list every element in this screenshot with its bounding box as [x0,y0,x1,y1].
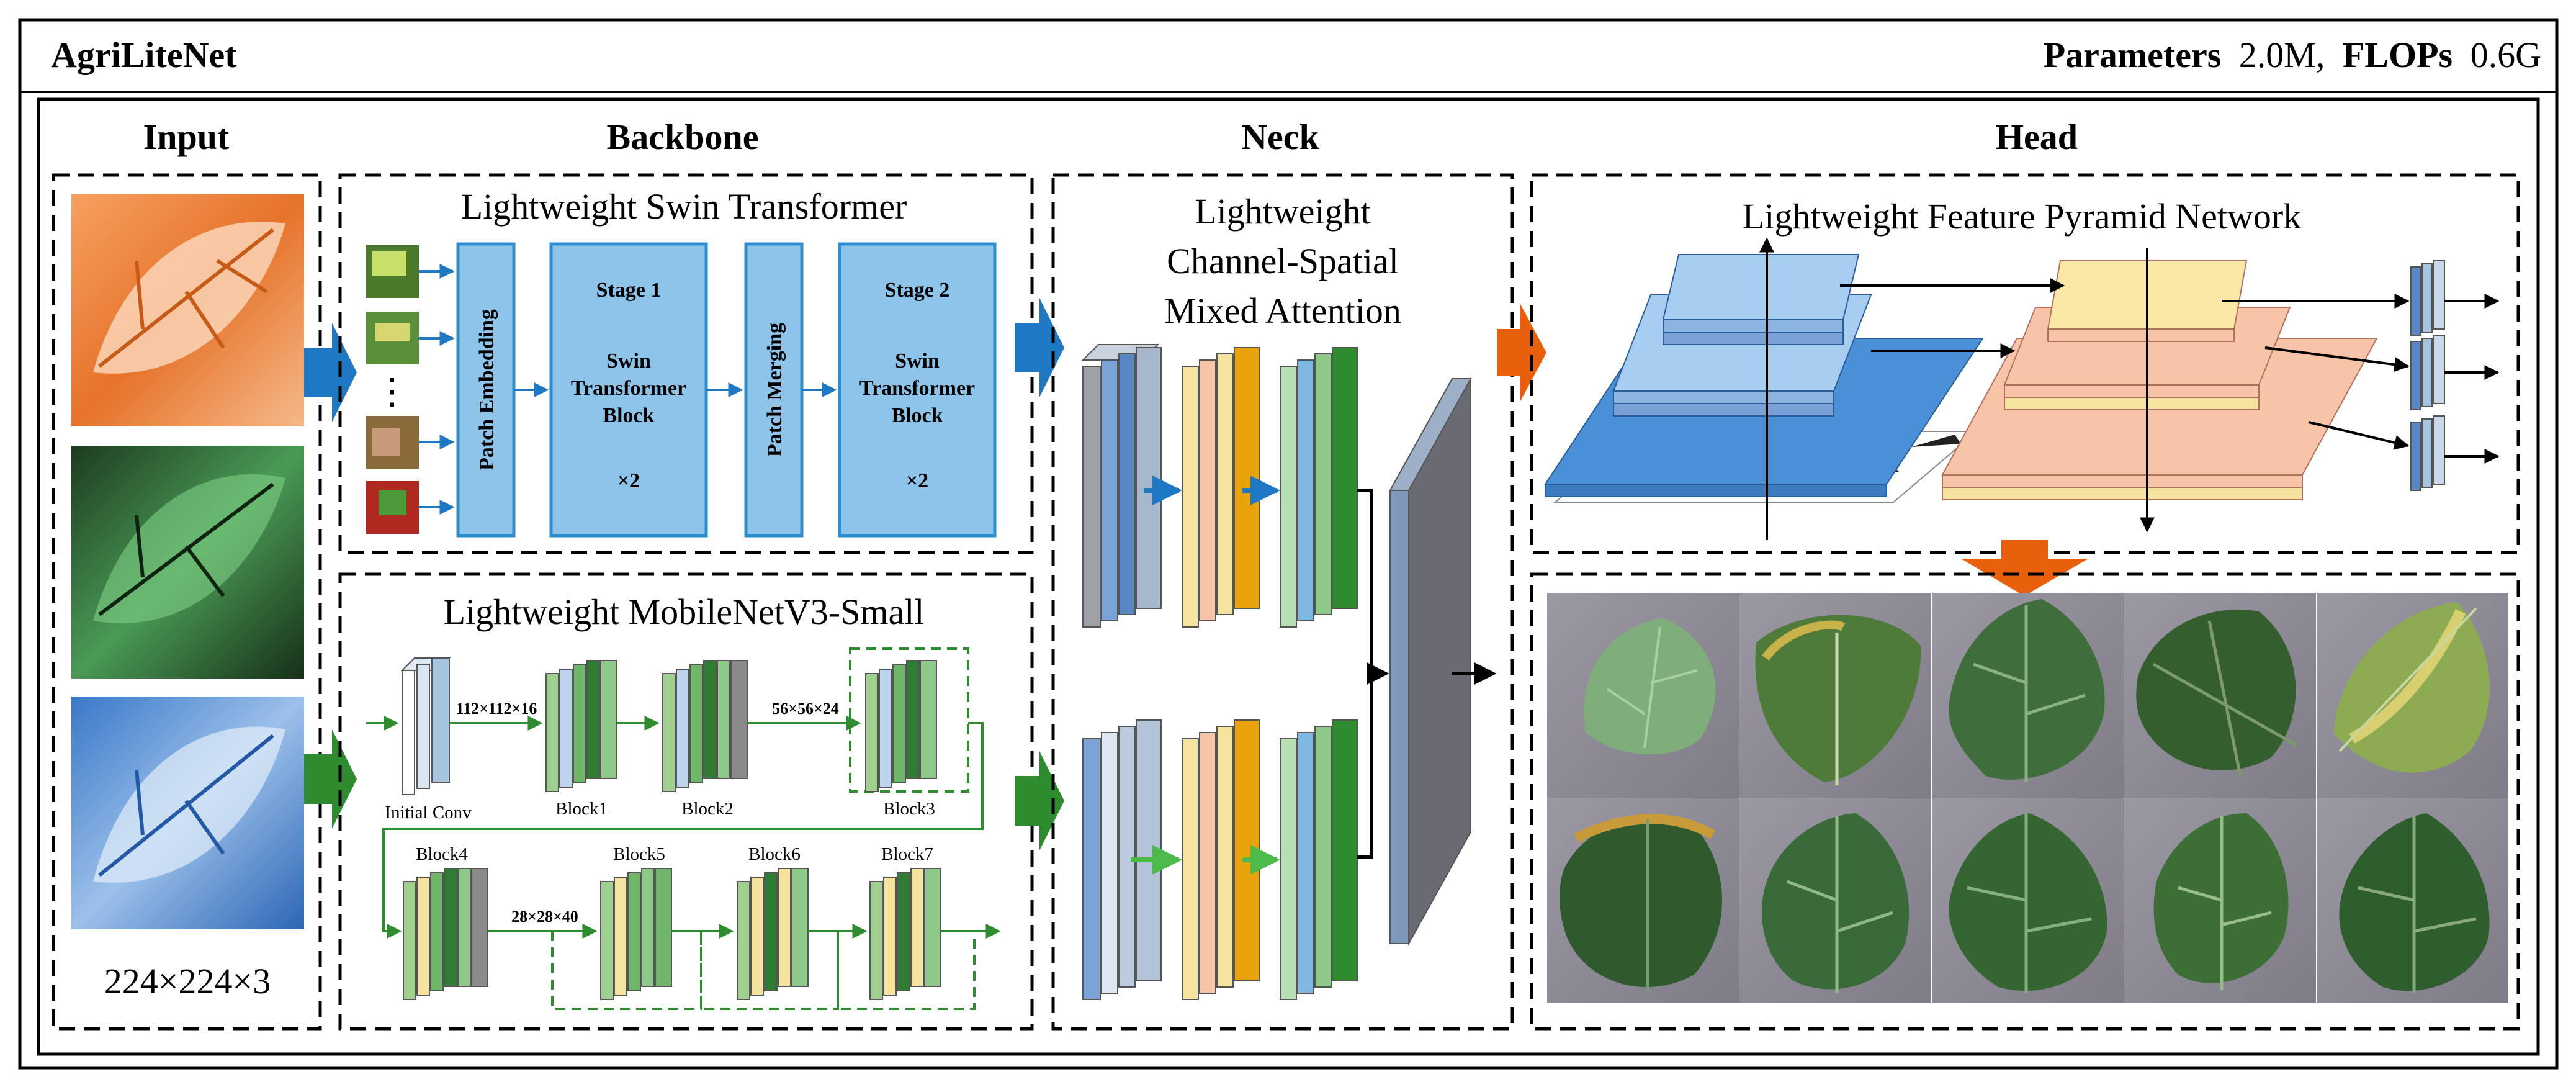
patch-arrows [419,264,455,515]
leaf-cell-1-5 [2317,593,2508,798]
block6 [737,868,809,1000]
outer-frame [18,18,2559,1070]
stage1-repeat: ×2 [617,469,640,492]
input-panel [52,173,322,1031]
input-image-blue [71,697,304,929]
input-size-label: 224×224×3 [104,961,271,1001]
initial-conv-label: Initial Conv [385,803,472,823]
stage2-line1: Swin [895,350,940,372]
stage2-line2: Transformer [859,377,975,400]
leaf-cell-1-4 [2124,593,2316,798]
swin-title: Lightweight Swin Transformer [461,186,907,227]
block5-label: Block5 [613,844,665,864]
neck-fused-stack [1389,376,1472,946]
block7-residual [837,931,976,1010]
mobilenet-to-neck-arrow [1015,751,1064,850]
stage1-block [549,242,708,538]
block4 [403,868,488,1000]
input-to-mobilenet-arrow [304,729,357,829]
block1-label: Block1 [555,799,608,819]
leaf-cell-1-1 [1547,593,1739,798]
model-name: AgriLiteNet [51,35,237,75]
inner-frame [37,97,2540,1056]
section-title-backbone: Backbone [607,117,759,157]
neck-title-line1: Lightweight [1195,191,1371,232]
block6-residual [700,931,839,1010]
params-label: Parameters [2044,35,2222,75]
block7-label: Block7 [881,844,933,864]
neck-merge-top [1357,489,1389,685]
leaf-cell-1-2 [1739,593,1931,798]
stage2-line3: Block [891,404,943,427]
section-title-neck: Neck [1241,117,1319,157]
swin-to-neck-arrow [1015,298,1064,397]
leaf-cell-1-3 [1932,593,2124,798]
section-title-head: Head [1996,117,2078,157]
neck-top-out-stack [1280,347,1358,628]
dim-label-1: 112×112×16 [456,700,537,718]
fpn-blue-pyramid [1544,237,1984,540]
leaf-cell-2-3 [1932,798,2124,1003]
fpn-title: Lightweight Feature Pyramid Network [1743,196,2301,237]
block3 [865,660,937,792]
block7 [869,868,941,1000]
fpn-orange-pyramid [1941,248,2378,533]
stage2-name: Stage 2 [885,279,950,302]
connector-block3-block4 [382,722,984,939]
block2-label: Block2 [681,799,734,819]
initial-conv [400,657,451,795]
leaf-cell-2-2 [1739,798,1931,1003]
stage2-block [838,242,997,538]
stage1-line2: Transformer [571,377,686,400]
fpn-panel [1530,173,2520,554]
flops-label: FLOPs [2343,35,2453,75]
neck-to-head-arrow [1497,304,1546,401]
neck-merge-bottom [1357,674,1373,859]
model-stats: Parameters 2.0M, FLOPs 0.6G [2044,35,2541,75]
neck-title-line3: Mixed Attention [1164,291,1401,331]
block5 [600,868,672,1000]
patch-embedding-label: Patch Embedding [475,309,498,471]
fpn-lateral-arrows [1840,278,2410,450]
neck-bottom-out-stack [1280,719,1358,1000]
neck-panel [1051,173,1514,1031]
dim-label-3: 28×28×40 [511,908,578,926]
fpn-to-output-arrow [1961,540,2088,596]
dim-label-2: 56×56×24 [772,700,839,718]
patch-embedding-block [456,242,516,538]
flops-value: 0.6G [2471,35,2541,75]
input-image-green [71,446,304,679]
patch-merging-label: Patch Merging [763,323,786,457]
section-title-input: Input [143,117,230,157]
params-value: 2.0M, [2239,35,2325,75]
swin-patches: ⋮ [366,245,419,534]
leaf-cell-2-4 [2124,798,2316,1003]
leaf-cell-2-1 [1547,798,1739,1003]
input-image-orange [71,194,304,426]
neck-title-line2: Channel-Spatial [1167,241,1399,281]
stage1-name: Stage 1 [596,279,662,302]
block1 [545,660,617,792]
neck-top-input-stack [1081,344,1162,628]
fpn-output-stacks [2410,260,2500,491]
mobilenet-title: Lightweight MobileNetV3-Small [444,592,925,632]
input-to-swin-arrow [304,323,357,422]
neck-bottom-attn-stack [1182,719,1260,1000]
output-leaf-grid [1547,593,2508,1003]
block3-label: Block3 [883,799,935,819]
block2 [662,660,748,792]
stage1-line1: Swin [606,350,651,372]
block6-label: Block6 [748,844,801,864]
stage1-line3: Block [603,404,654,427]
neck-bottom-input-stack [1082,719,1162,1000]
patch-ellipsis: ⋮ [374,370,410,412]
neck-top-attn-stack [1182,347,1260,628]
leaf-cell-2-5 [2317,798,2508,1003]
stage2-repeat: ×2 [906,469,928,492]
block4-label: Block4 [416,844,468,864]
